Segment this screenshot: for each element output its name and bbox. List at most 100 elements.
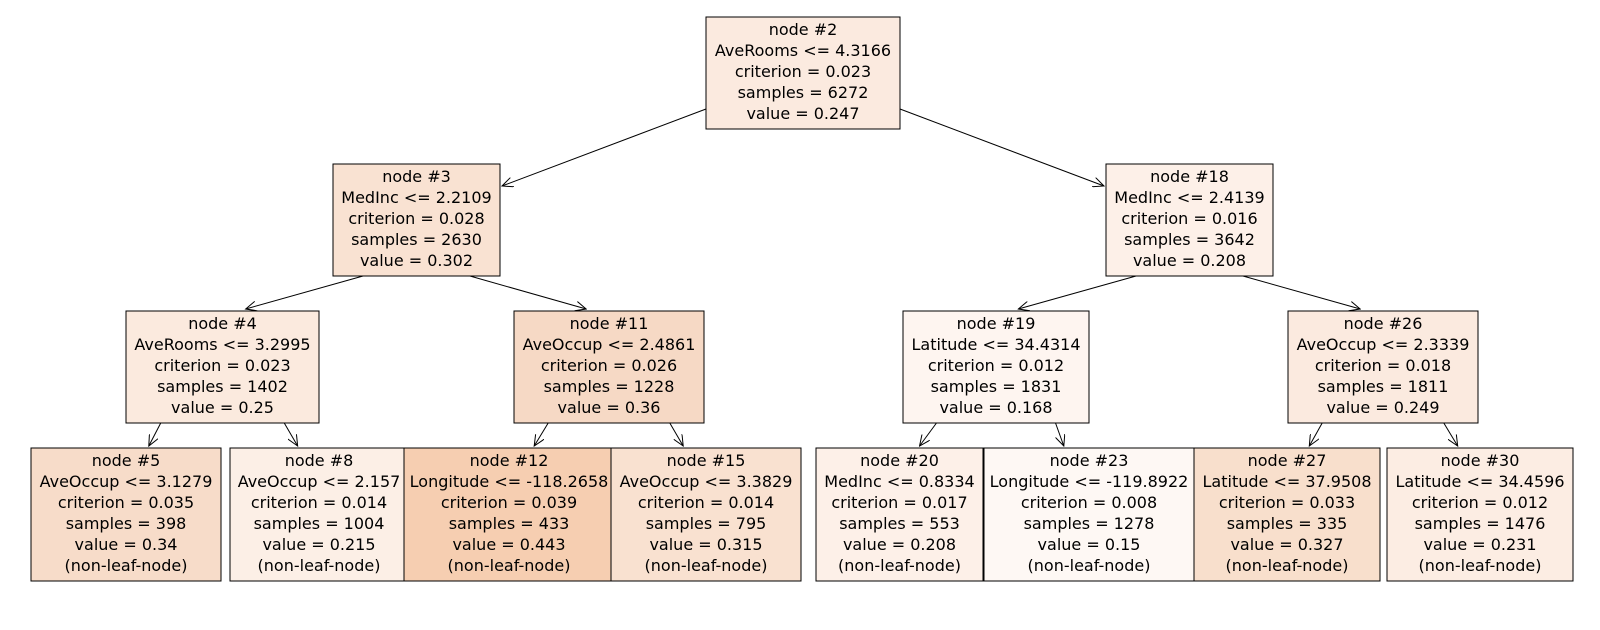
node-line: samples = 2630 bbox=[351, 230, 482, 249]
nodes: node #2 AveRooms <= 4.3166 criterion = 0.0… bbox=[30, 16, 1574, 582]
node-line: value = 0.249 bbox=[1326, 398, 1439, 417]
node-line: AveOccup <= 2.4861 bbox=[523, 335, 696, 354]
node-title: node #27 bbox=[1248, 451, 1327, 470]
edges bbox=[149, 108, 1458, 446]
edge-2-to-3 bbox=[502, 108, 707, 186]
node-line: criterion = 0.033 bbox=[1219, 493, 1355, 512]
node-line: AveRooms <= 4.3166 bbox=[715, 41, 891, 60]
node-line: (non-leaf-node) bbox=[448, 556, 571, 575]
node-line: value = 0.443 bbox=[452, 535, 565, 554]
node-line: samples = 433 bbox=[449, 514, 570, 533]
edge-18-to-26 bbox=[1242, 275, 1360, 309]
node-line: samples = 335 bbox=[1227, 514, 1348, 533]
node-line: value = 0.25 bbox=[171, 398, 274, 417]
node-line: (non-leaf-node) bbox=[645, 556, 768, 575]
node-line: criterion = 0.039 bbox=[441, 493, 577, 512]
tree-node-3: node #3 MedInc <= 2.2109 criterion = 0.028… bbox=[332, 163, 501, 277]
node-title: node #4 bbox=[188, 314, 257, 333]
node-line: MedInc <= 2.4139 bbox=[1114, 188, 1264, 207]
node-line: Latitude <= 37.9508 bbox=[1203, 472, 1372, 491]
node-box bbox=[1193, 447, 1381, 582]
node-line: criterion = 0.018 bbox=[1315, 356, 1451, 375]
node-title: node #12 bbox=[470, 451, 549, 470]
node-line: MedInc <= 2.2109 bbox=[341, 188, 491, 207]
node-line: samples = 1476 bbox=[1415, 514, 1546, 533]
node-line: samples = 1228 bbox=[544, 377, 675, 396]
node-line: samples = 1831 bbox=[931, 377, 1062, 396]
edge-26-to-27 bbox=[1309, 422, 1323, 446]
edge-19-to-20 bbox=[920, 422, 937, 446]
node-line: samples = 1278 bbox=[1024, 514, 1155, 533]
node-line: samples = 553 bbox=[839, 514, 960, 533]
node-line: value = 0.247 bbox=[746, 104, 859, 123]
node-box bbox=[1287, 310, 1479, 424]
node-title: node #5 bbox=[92, 451, 161, 470]
node-line: criterion = 0.008 bbox=[1021, 493, 1157, 512]
edge-11-to-12 bbox=[534, 422, 549, 446]
edge-4-to-5 bbox=[149, 422, 162, 446]
node-line: samples = 1402 bbox=[157, 377, 288, 396]
node-line: Latitude <= 34.4314 bbox=[912, 335, 1081, 354]
node-line: Latitude <= 34.4596 bbox=[1396, 472, 1565, 491]
node-line: AveOccup <= 2.157 bbox=[238, 472, 401, 491]
node-box bbox=[1105, 163, 1274, 277]
node-box bbox=[125, 310, 320, 424]
node-line: (non-leaf-node) bbox=[1028, 556, 1151, 575]
node-title: node #11 bbox=[570, 314, 649, 333]
node-line: criterion = 0.016 bbox=[1121, 209, 1257, 228]
node-title: node #19 bbox=[957, 314, 1036, 333]
node-line: MedInc <= 0.8334 bbox=[824, 472, 974, 491]
node-line: criterion = 0.023 bbox=[735, 62, 871, 81]
node-line: value = 0.36 bbox=[558, 398, 661, 417]
node-title: node #18 bbox=[1150, 167, 1229, 186]
node-title: node #30 bbox=[1441, 451, 1520, 470]
node-line: value = 0.15 bbox=[1038, 535, 1141, 554]
edge-26-to-30 bbox=[1443, 422, 1458, 446]
node-box bbox=[1386, 447, 1574, 582]
node-line: samples = 1004 bbox=[254, 514, 385, 533]
node-title: node #15 bbox=[667, 451, 746, 470]
node-box bbox=[902, 310, 1090, 424]
node-title: node #2 bbox=[769, 20, 838, 39]
node-line: (non-leaf-node) bbox=[838, 556, 961, 575]
node-line: AveRooms <= 3.2995 bbox=[134, 335, 310, 354]
node-line: AveOccup <= 3.3829 bbox=[620, 472, 793, 491]
node-line: (non-leaf-node) bbox=[65, 556, 188, 575]
node-line: criterion = 0.017 bbox=[831, 493, 967, 512]
node-line: value = 0.315 bbox=[649, 535, 762, 554]
node-line: AveOccup <= 2.3339 bbox=[1297, 335, 1470, 354]
node-line: AveOccup <= 3.1279 bbox=[40, 472, 213, 491]
node-line: value = 0.215 bbox=[262, 535, 375, 554]
node-line: criterion = 0.028 bbox=[348, 209, 484, 228]
edge-18-to-19 bbox=[1018, 275, 1137, 309]
node-title: node #20 bbox=[860, 451, 939, 470]
edge-3-to-11 bbox=[469, 275, 586, 309]
tree-node-5: node #5 AveOccup <= 3.1279 criterion = 0.0… bbox=[30, 447, 222, 582]
node-line: (non-leaf-node) bbox=[1226, 556, 1349, 575]
edge-4-to-8 bbox=[283, 422, 297, 446]
node-line: samples = 795 bbox=[646, 514, 767, 533]
node-line: samples = 6272 bbox=[738, 83, 869, 102]
node-box bbox=[229, 447, 409, 582]
node-line: Longitude <= -118.2658 bbox=[410, 472, 609, 491]
node-line: value = 0.302 bbox=[360, 251, 473, 270]
node-box bbox=[983, 447, 1195, 582]
node-line: value = 0.34 bbox=[75, 535, 178, 554]
node-line: criterion = 0.012 bbox=[928, 356, 1064, 375]
node-line: criterion = 0.014 bbox=[638, 493, 774, 512]
edge-19-to-23 bbox=[1055, 422, 1064, 446]
node-box bbox=[332, 163, 501, 277]
node-title: node #3 bbox=[382, 167, 451, 186]
node-line: criterion = 0.035 bbox=[58, 493, 194, 512]
node-line: criterion = 0.012 bbox=[1412, 493, 1548, 512]
